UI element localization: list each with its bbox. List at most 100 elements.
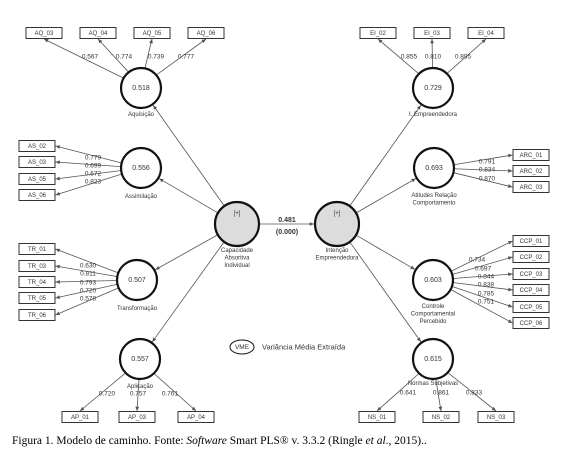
indicator-ns_01: NS_01 xyxy=(358,411,396,423)
loading-arrow-as_03 xyxy=(55,160,122,168)
indicator-ns_03: NS_03 xyxy=(477,411,515,423)
loading-arrow-ccp_06 xyxy=(450,289,513,324)
indicator-ei_04-label: EI_04 xyxy=(478,31,494,37)
indicator-arc_03: ARC_03 xyxy=(512,181,550,193)
loading-ccp_04: 0.838 xyxy=(478,282,495,289)
construct-controle-label-0: Controle xyxy=(422,304,445,310)
loading-arrow-as_05 xyxy=(55,170,122,181)
loading-arrow-tr_06 xyxy=(55,287,119,316)
structural-arrow-capacidade-aquisicao xyxy=(152,104,225,207)
indicator-as_06: AS_06 xyxy=(18,189,56,201)
indicator-as_06-frame xyxy=(18,189,56,201)
loading-aq_06: 0.777 xyxy=(178,54,195,61)
construct-capacidade-label-0: Capacidade xyxy=(221,248,254,254)
indicator-ns_01-frame xyxy=(358,411,396,423)
structural-arrow-capacidade-aplicacao xyxy=(151,241,225,343)
indicator-as_03-label: AS_03 xyxy=(28,160,47,166)
indicator-as_02-frame xyxy=(18,140,56,152)
indicator-tr_04-label: TR_04 xyxy=(28,280,47,286)
indicator-ccp_06-label: CCP_06 xyxy=(520,321,543,327)
loading-tr_04: 0.793 xyxy=(80,280,97,287)
structural-arrow-capacidade-assimilacao xyxy=(158,178,219,214)
construct-normas-label-0: Normas Subjetivas xyxy=(408,381,458,387)
loading-arrow-ns_02 xyxy=(435,378,443,412)
indicator-ei_03-frame xyxy=(413,27,451,39)
construct-empreendedora-label-0: I. Empreendedora xyxy=(409,112,458,118)
indicator-ccp_05-frame xyxy=(512,301,550,313)
indicator-ccp_06: CCP_06 xyxy=(512,317,550,329)
indicator-ap_04-label: AP_04 xyxy=(187,415,206,421)
loading-arrow-ei_02 xyxy=(377,38,420,75)
indicator-aq_06-frame xyxy=(187,27,225,39)
loading-arrow-ccp_03 xyxy=(452,272,513,279)
loading-arrow-as_02 xyxy=(55,145,122,164)
indicator-aq_03-label: AQ_03 xyxy=(35,31,54,37)
indicator-ap_04: AP_04 xyxy=(177,411,215,423)
construct-intencao xyxy=(313,200,361,248)
indicator-ccp_03: CCP_03 xyxy=(512,268,550,280)
loading-arrow-aq_04 xyxy=(97,38,129,73)
construct-aquisicao-label-0: Aquisição xyxy=(128,112,155,118)
indicator-ccp_06-frame xyxy=(512,317,550,329)
loading-ccp_05: 0.785 xyxy=(478,291,495,298)
loading-arrow-tr_03 xyxy=(55,264,118,278)
construct-atitudes-label-1: Comportamento xyxy=(412,201,456,207)
indicator-ei_02-label: EI_02 xyxy=(370,31,386,37)
figure-caption: Figura 1. Modelo de caminho. Fonte: Soft… xyxy=(12,435,427,447)
indicator-ccp_05: CCP_05 xyxy=(512,301,550,313)
loading-tr_06: 0.578 xyxy=(80,296,97,303)
loading-arrow-aq_06 xyxy=(156,38,207,76)
indicator-arc_02-label: ARC_02 xyxy=(520,169,543,175)
indicator-aq_04: AQ_04 xyxy=(79,27,117,39)
legend-text: Variância Média Extraída xyxy=(262,343,346,352)
structural-arrow-capacidade-transformacao xyxy=(155,234,219,271)
indicator-ccp_04-label: CCP_04 xyxy=(520,288,543,294)
indicator-ccp_02-label: CCP_02 xyxy=(520,255,543,261)
loading-arrow-aq_05 xyxy=(144,38,153,69)
loading-ns_03: 0.833 xyxy=(466,390,483,397)
loading-arrow-ccp_01 xyxy=(450,240,513,272)
indicator-arc_02-frame xyxy=(512,165,550,177)
loading-arrow-ei_04 xyxy=(446,38,487,74)
loading-arrow-ccp_05 xyxy=(451,286,513,308)
construct-controle-label-2: Percebido xyxy=(419,319,447,325)
loading-ap_04: 0.761 xyxy=(162,391,179,398)
indicator-tr_04-frame xyxy=(18,276,56,288)
structural-arrow-intencao-normas xyxy=(349,241,422,343)
construct-intencao-label-0: Intenção xyxy=(325,248,349,254)
indicator-as_03-frame xyxy=(18,156,56,168)
construct-controle-ave: 0.603 xyxy=(424,277,442,284)
construct-assimilacao-ave: 0.556 xyxy=(132,165,150,172)
indicator-ns_03-frame xyxy=(477,411,515,423)
indicator-ns_02: NS_02 xyxy=(422,411,460,423)
loading-tr_05: 0.720 xyxy=(80,288,97,295)
loading-ei_02: 0.855 xyxy=(401,54,418,61)
indicator-aq_05-frame xyxy=(133,27,171,39)
loading-ei_03: 0.810 xyxy=(425,54,442,61)
loading-arrow-arc_01 xyxy=(453,153,513,166)
construct-capacidade xyxy=(213,200,261,248)
legend-symbol: VME xyxy=(235,344,250,351)
structural-arrow-intencao-atitudes xyxy=(355,178,417,214)
indicator-arc_03-label: ARC_03 xyxy=(520,185,543,191)
indicator-ap_03: AP_03 xyxy=(118,411,156,423)
legend-symbol-frame xyxy=(229,339,255,355)
indicator-ei_03: EI_03 xyxy=(413,27,451,39)
path-p-value: (0.000) xyxy=(276,229,298,236)
indicator-tr_05-frame xyxy=(18,292,56,304)
indicator-tr_03-frame xyxy=(18,260,56,272)
construct-intencao-marker: [+] xyxy=(334,211,341,217)
loading-ccp_02: 0.697 xyxy=(475,266,492,273)
indicator-as_03: AS_03 xyxy=(18,156,56,168)
indicator-ccp_02: CCP_02 xyxy=(512,251,550,263)
caption-prefix: Figura 1. Modelo de caminho. Fonte: xyxy=(12,435,187,447)
indicator-tr_06: TR_06 xyxy=(18,309,56,321)
loading-arrow-ap_01 xyxy=(79,372,126,412)
loading-arrow-ns_03 xyxy=(447,372,497,412)
indicator-ccp_04-frame xyxy=(512,284,550,296)
loading-arrow-ei_03 xyxy=(430,38,435,69)
indicator-ap_01-label: AP_01 xyxy=(71,415,90,421)
indicator-ns_01-label: NS_01 xyxy=(368,415,387,421)
